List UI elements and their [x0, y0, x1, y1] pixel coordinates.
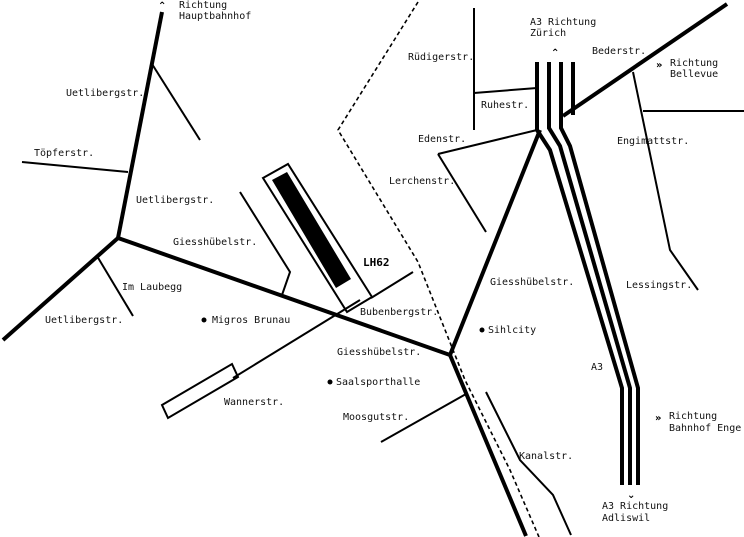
building-fill	[272, 172, 351, 288]
giesshuebel-north-spur	[239, 191, 292, 296]
a3-lane-3	[559, 62, 640, 485]
a3-lane-1	[535, 62, 624, 485]
label-ruediger: Rüdigerstr.	[408, 52, 474, 63]
label-a3: A3	[591, 362, 603, 373]
arrow-up-icon: ⌃	[158, 1, 166, 12]
label-bubenberg: Bubenbergstr.	[360, 307, 438, 318]
uetliberg-spur	[151, 63, 201, 141]
arrow-down-icon: ⌄	[627, 490, 635, 501]
label-uetliberg-low: Uetlibergstr.	[45, 315, 123, 326]
lerchenstr	[437, 153, 487, 233]
label-lerchen: Lerchenstr.	[389, 176, 455, 187]
arrow-right-icon: »	[656, 60, 662, 71]
giesshuebelstr-east	[448, 129, 542, 356]
direction-arrows: ⌃ ⌃ » » ⌄	[158, 1, 662, 501]
label-moosgut: Moosgutstr.	[343, 412, 409, 423]
sihlcity-dot	[479, 327, 485, 333]
label-giesshuebel-center: Giesshübelstr.	[337, 347, 421, 358]
label-migros: Migros Brunau	[212, 315, 290, 326]
railway-line	[337, 1, 540, 537]
ruhestr	[473, 87, 538, 94]
label-hauptbahnhof-2: Hauptbahnhof	[179, 11, 251, 22]
road-south	[448, 354, 528, 537]
im-laubegg-road	[96, 255, 134, 317]
label-hauptbahnhof-1: Richtung	[179, 0, 227, 11]
label-im-laubegg: Im Laubegg	[122, 282, 182, 293]
wannerstr-road	[232, 299, 361, 379]
label-sihlcity: Sihlcity	[488, 325, 536, 336]
label-zuerich-2: Zürich	[530, 28, 566, 39]
label-uetliberg-mid: Uetlibergstr.	[136, 195, 214, 206]
label-building: LH62	[363, 256, 390, 269]
bubenbergstr-road	[370, 271, 414, 299]
label-uetliberg-top: Uetlibergstr.	[66, 88, 144, 99]
a3-lane-2	[547, 62, 632, 485]
toepferstr	[21, 161, 129, 173]
label-eden: Edenstr.	[418, 134, 466, 145]
moosgutstr-road	[380, 393, 467, 443]
a3-motorway	[535, 62, 640, 485]
label-beder: Bederstr.	[592, 46, 646, 57]
minor-roads	[21, 8, 744, 536]
landmark-dots	[201, 317, 485, 385]
label-ruhe: Ruhestr.	[481, 100, 529, 111]
label-kanal: Kanalstr.	[519, 451, 573, 462]
label-giesshuebel-east: Giesshübelstr.	[490, 277, 574, 288]
major-roads	[1, 2, 729, 537]
edenstr	[437, 129, 538, 155]
label-lessing: Lessingstr.	[626, 280, 692, 291]
migros-dot	[201, 317, 207, 323]
label-wanner: Wannerstr.	[224, 397, 284, 408]
uetlibergstr-south	[1, 236, 120, 342]
arrow-up-icon: ⌃	[551, 48, 559, 59]
labels: Richtung Hauptbahnhof Uetlibergstr. Töpf…	[34, 0, 741, 524]
bederstr	[561, 2, 729, 118]
label-engimatt: Engimattstr.	[617, 136, 689, 147]
building-lh62	[261, 162, 374, 314]
label-bellevue-2: Bellevue	[670, 69, 718, 80]
label-zuerich-1: A3 Richtung	[530, 17, 596, 28]
engimattstr	[632, 71, 699, 291]
saalsporthalle-dot	[327, 379, 333, 385]
label-bellevue-1: Richtung	[670, 58, 718, 69]
uetlibergstr-north	[116, 11, 164, 239]
wannerstr-block	[160, 362, 240, 420]
label-enge-1: Richtung	[669, 411, 717, 422]
label-toepfer: Töpferstr.	[34, 148, 94, 159]
label-adliswil-2: Adliswil	[602, 513, 650, 524]
label-saalsporthalle: Saalsporthalle	[336, 377, 420, 388]
label-giesshuebel-west: Giesshübelstr.	[173, 237, 257, 248]
giesshuebelstr-west	[117, 236, 451, 357]
building-outline	[261, 162, 374, 314]
kanalstr-road	[485, 391, 572, 536]
label-adliswil-1: A3 Richtung	[602, 501, 668, 512]
label-enge-2: Bahnhof Enge	[669, 423, 741, 434]
arrow-right-icon: »	[655, 413, 661, 424]
